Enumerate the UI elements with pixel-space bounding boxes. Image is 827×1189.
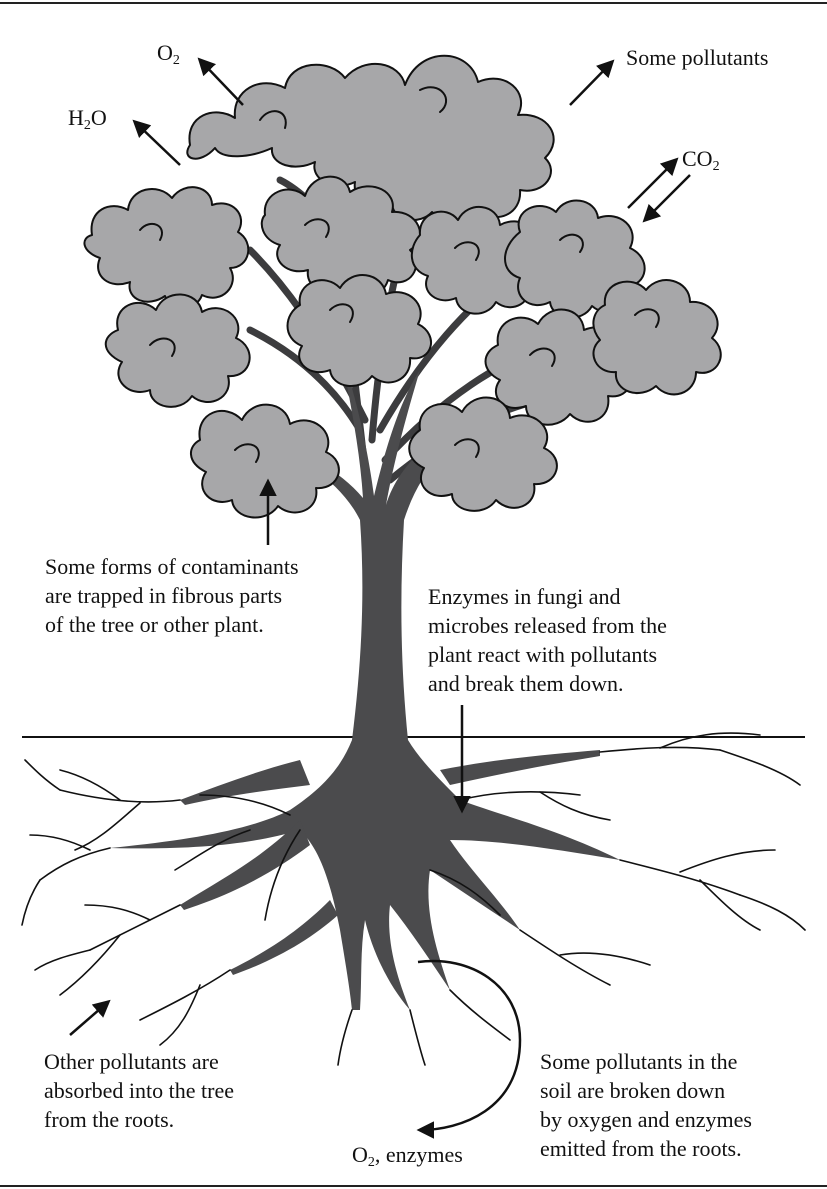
co2-label: CO2 — [682, 146, 720, 175]
enzymes-label: Enzymes in fungi and microbes released f… — [428, 582, 667, 698]
some-pollutants-label: Some pollutants — [626, 43, 768, 72]
o2-enzymes-label: O2, enzymes — [352, 1142, 463, 1171]
arrow-absorbed-up — [70, 1002, 108, 1035]
foliage — [84, 56, 720, 518]
arrow-o2-up — [200, 60, 243, 105]
h2o-label: H2O — [68, 105, 107, 134]
arrow-co2-out — [628, 160, 676, 208]
arrow-co2-in — [645, 175, 690, 220]
o2-label: O2 — [157, 40, 180, 69]
arrow-pollutants-up — [570, 62, 612, 105]
arrow-o2-enzymes-curve — [418, 961, 520, 1130]
soil-pollutants-label: Some pollutants in the soil are broken d… — [540, 1047, 752, 1163]
absorbed-pollutants-label: Other pollutants are absorbed into the t… — [44, 1047, 234, 1134]
main-roots — [110, 740, 620, 1010]
trapped-contaminants-label: Some forms of contaminants are trapped i… — [45, 552, 299, 639]
arrow-h2o-up — [135, 122, 180, 165]
